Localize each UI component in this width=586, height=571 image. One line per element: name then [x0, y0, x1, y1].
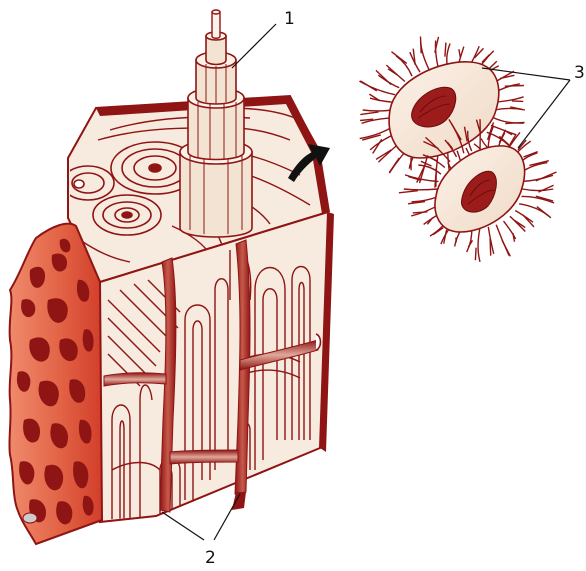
canaliculus-branch	[502, 240, 510, 256]
canaliculus-branch	[500, 75, 515, 78]
canaliculus-branch	[433, 228, 443, 235]
canaliculus-branch	[536, 172, 557, 181]
canaliculus	[421, 41, 429, 70]
canaliculus	[478, 228, 480, 262]
osteon-cylinder	[180, 10, 252, 237]
canaliculus	[510, 216, 525, 231]
canaliculus-branch	[538, 185, 553, 192]
canaliculus-branch	[421, 37, 422, 54]
leader-line-1	[232, 24, 276, 68]
vessel-horizontal-bottom	[170, 450, 238, 464]
canaliculus-branch	[445, 43, 446, 57]
canaliculus	[519, 204, 548, 216]
callout-label-3: 3	[574, 63, 585, 83]
leader-line-2b	[214, 494, 240, 540]
canaliculus-branch	[413, 49, 415, 65]
canaliculus-branch	[459, 49, 460, 57]
compact-bone-block	[9, 10, 334, 544]
leader-line-2a	[162, 512, 204, 540]
leader-line-3b	[518, 80, 570, 148]
canaliculus-branch	[399, 191, 418, 193]
canaliculus-branch	[376, 70, 391, 84]
canaliculus-branch	[512, 101, 523, 102]
haversian-canal-core	[212, 12, 220, 38]
canaliculus-branch	[389, 158, 399, 173]
osteocytes	[359, 37, 556, 262]
callout-1: 1	[232, 9, 295, 68]
canaliculus-branch	[513, 233, 515, 242]
canaliculus-branch	[475, 248, 476, 261]
canaliculus-branch	[482, 55, 490, 63]
spongy-cavity	[23, 513, 37, 523]
canaliculus-branch	[537, 207, 551, 218]
canaliculus	[362, 118, 393, 124]
canaliculus	[363, 110, 392, 111]
canaliculus-branch	[490, 239, 491, 256]
canaliculus-branch	[360, 81, 377, 91]
canaliculus	[396, 56, 412, 76]
canaliculus-branch	[388, 69, 397, 75]
callout-label-1: 1	[284, 9, 295, 29]
edge-notch	[316, 334, 321, 350]
canaliculus-branch	[505, 86, 524, 87]
canaliculus-branch	[523, 215, 534, 227]
canaliculus	[370, 98, 392, 102]
canaliculus-branch	[360, 112, 378, 115]
canaliculus-branch	[413, 212, 428, 213]
callout-label-2: 2	[205, 548, 216, 568]
canaliculus	[404, 189, 438, 190]
canaliculus-branch	[392, 52, 407, 64]
canaliculus	[522, 189, 553, 191]
